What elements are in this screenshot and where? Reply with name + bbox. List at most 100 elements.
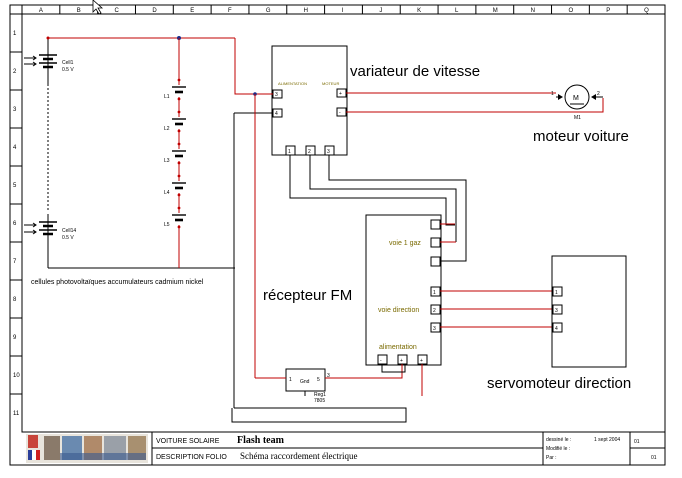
variator-alim-label: ALIMENTATION <box>278 81 307 86</box>
wire-receiver-gnd <box>381 364 406 373</box>
flag-white <box>32 450 36 460</box>
variator-pin-plus-label: + <box>339 91 342 97</box>
column-label: A <box>39 8 43 14</box>
column-label: I <box>342 8 344 14</box>
receiver-pin-bottom-3-label: + <box>420 358 423 364</box>
pv-cells: Cell1 0.5 V Cell14 0.5 V cellules photov… <box>24 36 235 286</box>
variator-box <box>271 45 348 156</box>
receiver-voie1-label: voie 1 gaz <box>389 240 421 247</box>
title-block: VOITURE SOLAIRE Flash team DESCRIPTION F… <box>22 431 665 465</box>
junction <box>46 36 50 40</box>
logo-photo-1 <box>44 436 60 460</box>
servo-pin-4 <box>552 322 563 333</box>
accumulator-node <box>177 193 181 197</box>
folio-value: Schéma raccordement électrique <box>240 451 357 461</box>
row-label: 5 <box>13 183 17 189</box>
servo-pin-3 <box>552 304 563 315</box>
receiver-pin-top-3 <box>430 256 441 267</box>
logo-red-shape <box>28 435 38 448</box>
variator-block: ALIMENTATION MOTEUR 3 4 + - 1 2 3 variat… <box>271 45 480 156</box>
flag-red <box>36 450 40 460</box>
project-value: Flash team <box>237 435 285 446</box>
motor-block: M 1 2 M1 moteur voiture <box>346 84 629 145</box>
column-label: B <box>77 8 81 14</box>
drawn-value: 1 sept 2004 <box>594 437 620 443</box>
wire-throttle-3 <box>328 155 467 262</box>
receiver-pin-mid-1-label: 1 <box>433 290 436 296</box>
pv-caption: cellules photovoltaïques accumulateurs c… <box>31 279 204 286</box>
column-label: H <box>304 8 308 14</box>
regulator-pin-1: 1 <box>289 377 292 383</box>
row-label: 8 <box>13 297 17 303</box>
column-label: E <box>190 8 194 14</box>
receiver-pin-bottom-2-label: + <box>400 358 403 364</box>
accumulator-node <box>177 161 181 165</box>
row-label: 11 <box>13 411 20 417</box>
receiver-alimentation-label: alimentation <box>379 344 417 351</box>
variator-pin-minus-label: - <box>339 110 341 116</box>
wire-reg-out <box>325 364 403 379</box>
accumulator-label: L2 <box>164 126 170 132</box>
light-arrowhead <box>32 229 37 235</box>
row-label: 10 <box>13 373 20 379</box>
wire-supply-positive <box>234 38 273 95</box>
column-label: K <box>417 8 421 14</box>
receiver-block: voie 1 gaz 1 2 3 voie direction alimenta… <box>263 214 456 366</box>
variator-pin-4-label: 4 <box>275 111 278 117</box>
column-label: F <box>228 8 232 14</box>
regulator-part: 7805 <box>314 398 325 404</box>
servo-box <box>551 255 627 368</box>
sheet-total: 01 <box>651 455 657 461</box>
receiver-pin-top-2 <box>430 237 441 248</box>
logo-caption-strip <box>60 453 146 460</box>
column-label: Q <box>644 8 649 14</box>
motor-tag: M1 <box>574 115 581 121</box>
regulator-block: Gnd 1 5 3 Reg1 7805 <box>231 364 423 423</box>
motor-terminal-left <box>558 94 563 100</box>
receiver-direction-label: voie direction <box>378 307 419 314</box>
receiver-pin-bottom-1-label: - <box>380 358 382 364</box>
by-label: Par : <box>546 455 557 461</box>
project-label: VOITURE SOLAIRE <box>156 438 220 445</box>
regulator-gnd: Gnd <box>300 379 310 385</box>
row-label: 2 <box>13 69 17 75</box>
motor-title: moteur voiture <box>533 128 629 145</box>
accumulator-label: L1 <box>164 94 170 100</box>
wire-throttle-2 <box>309 155 457 242</box>
light-arrowhead <box>32 61 37 67</box>
accumulator-node <box>177 206 181 210</box>
light-arrowhead <box>32 222 37 228</box>
cell14-name: Cell14 <box>62 228 76 234</box>
variator-pin-3-label: 3 <box>275 92 278 98</box>
motor-symbol <box>564 84 590 110</box>
servo-pin-3-label: 3 <box>555 308 558 314</box>
accumulator-label: L4 <box>164 190 170 196</box>
cell1-value: 0.5 V <box>62 67 74 73</box>
row-label: 6 <box>13 221 17 227</box>
variator-title: variateur de vitesse <box>350 63 480 80</box>
accumulator-node <box>177 225 181 229</box>
row-label: 3 <box>13 107 17 113</box>
column-label: L <box>455 8 459 14</box>
row-label: 1 <box>13 31 17 37</box>
column-label: N <box>531 8 535 14</box>
folio-label: DESCRIPTION FOLIO <box>156 454 227 461</box>
wire-ground-loop <box>231 407 407 423</box>
accumulator-node <box>177 142 181 146</box>
accumulator-label: L3 <box>164 158 170 164</box>
cell1-name: Cell1 <box>62 60 74 66</box>
school-logo <box>26 434 148 463</box>
flag-blue <box>28 450 32 460</box>
receiver-box <box>365 214 442 366</box>
motor-pin-2: 2 <box>597 91 600 97</box>
variator-pin-bottom-2-label: 2 <box>308 149 311 155</box>
receiver-pin-top-1 <box>430 219 441 230</box>
accumulator-node <box>177 97 181 101</box>
row-label: 4 <box>13 145 17 151</box>
receiver-pin-mid-2-label: 2 <box>433 308 436 314</box>
servo-title: servomoteur direction <box>487 375 631 392</box>
servo-pin-4-label: 4 <box>555 326 558 332</box>
